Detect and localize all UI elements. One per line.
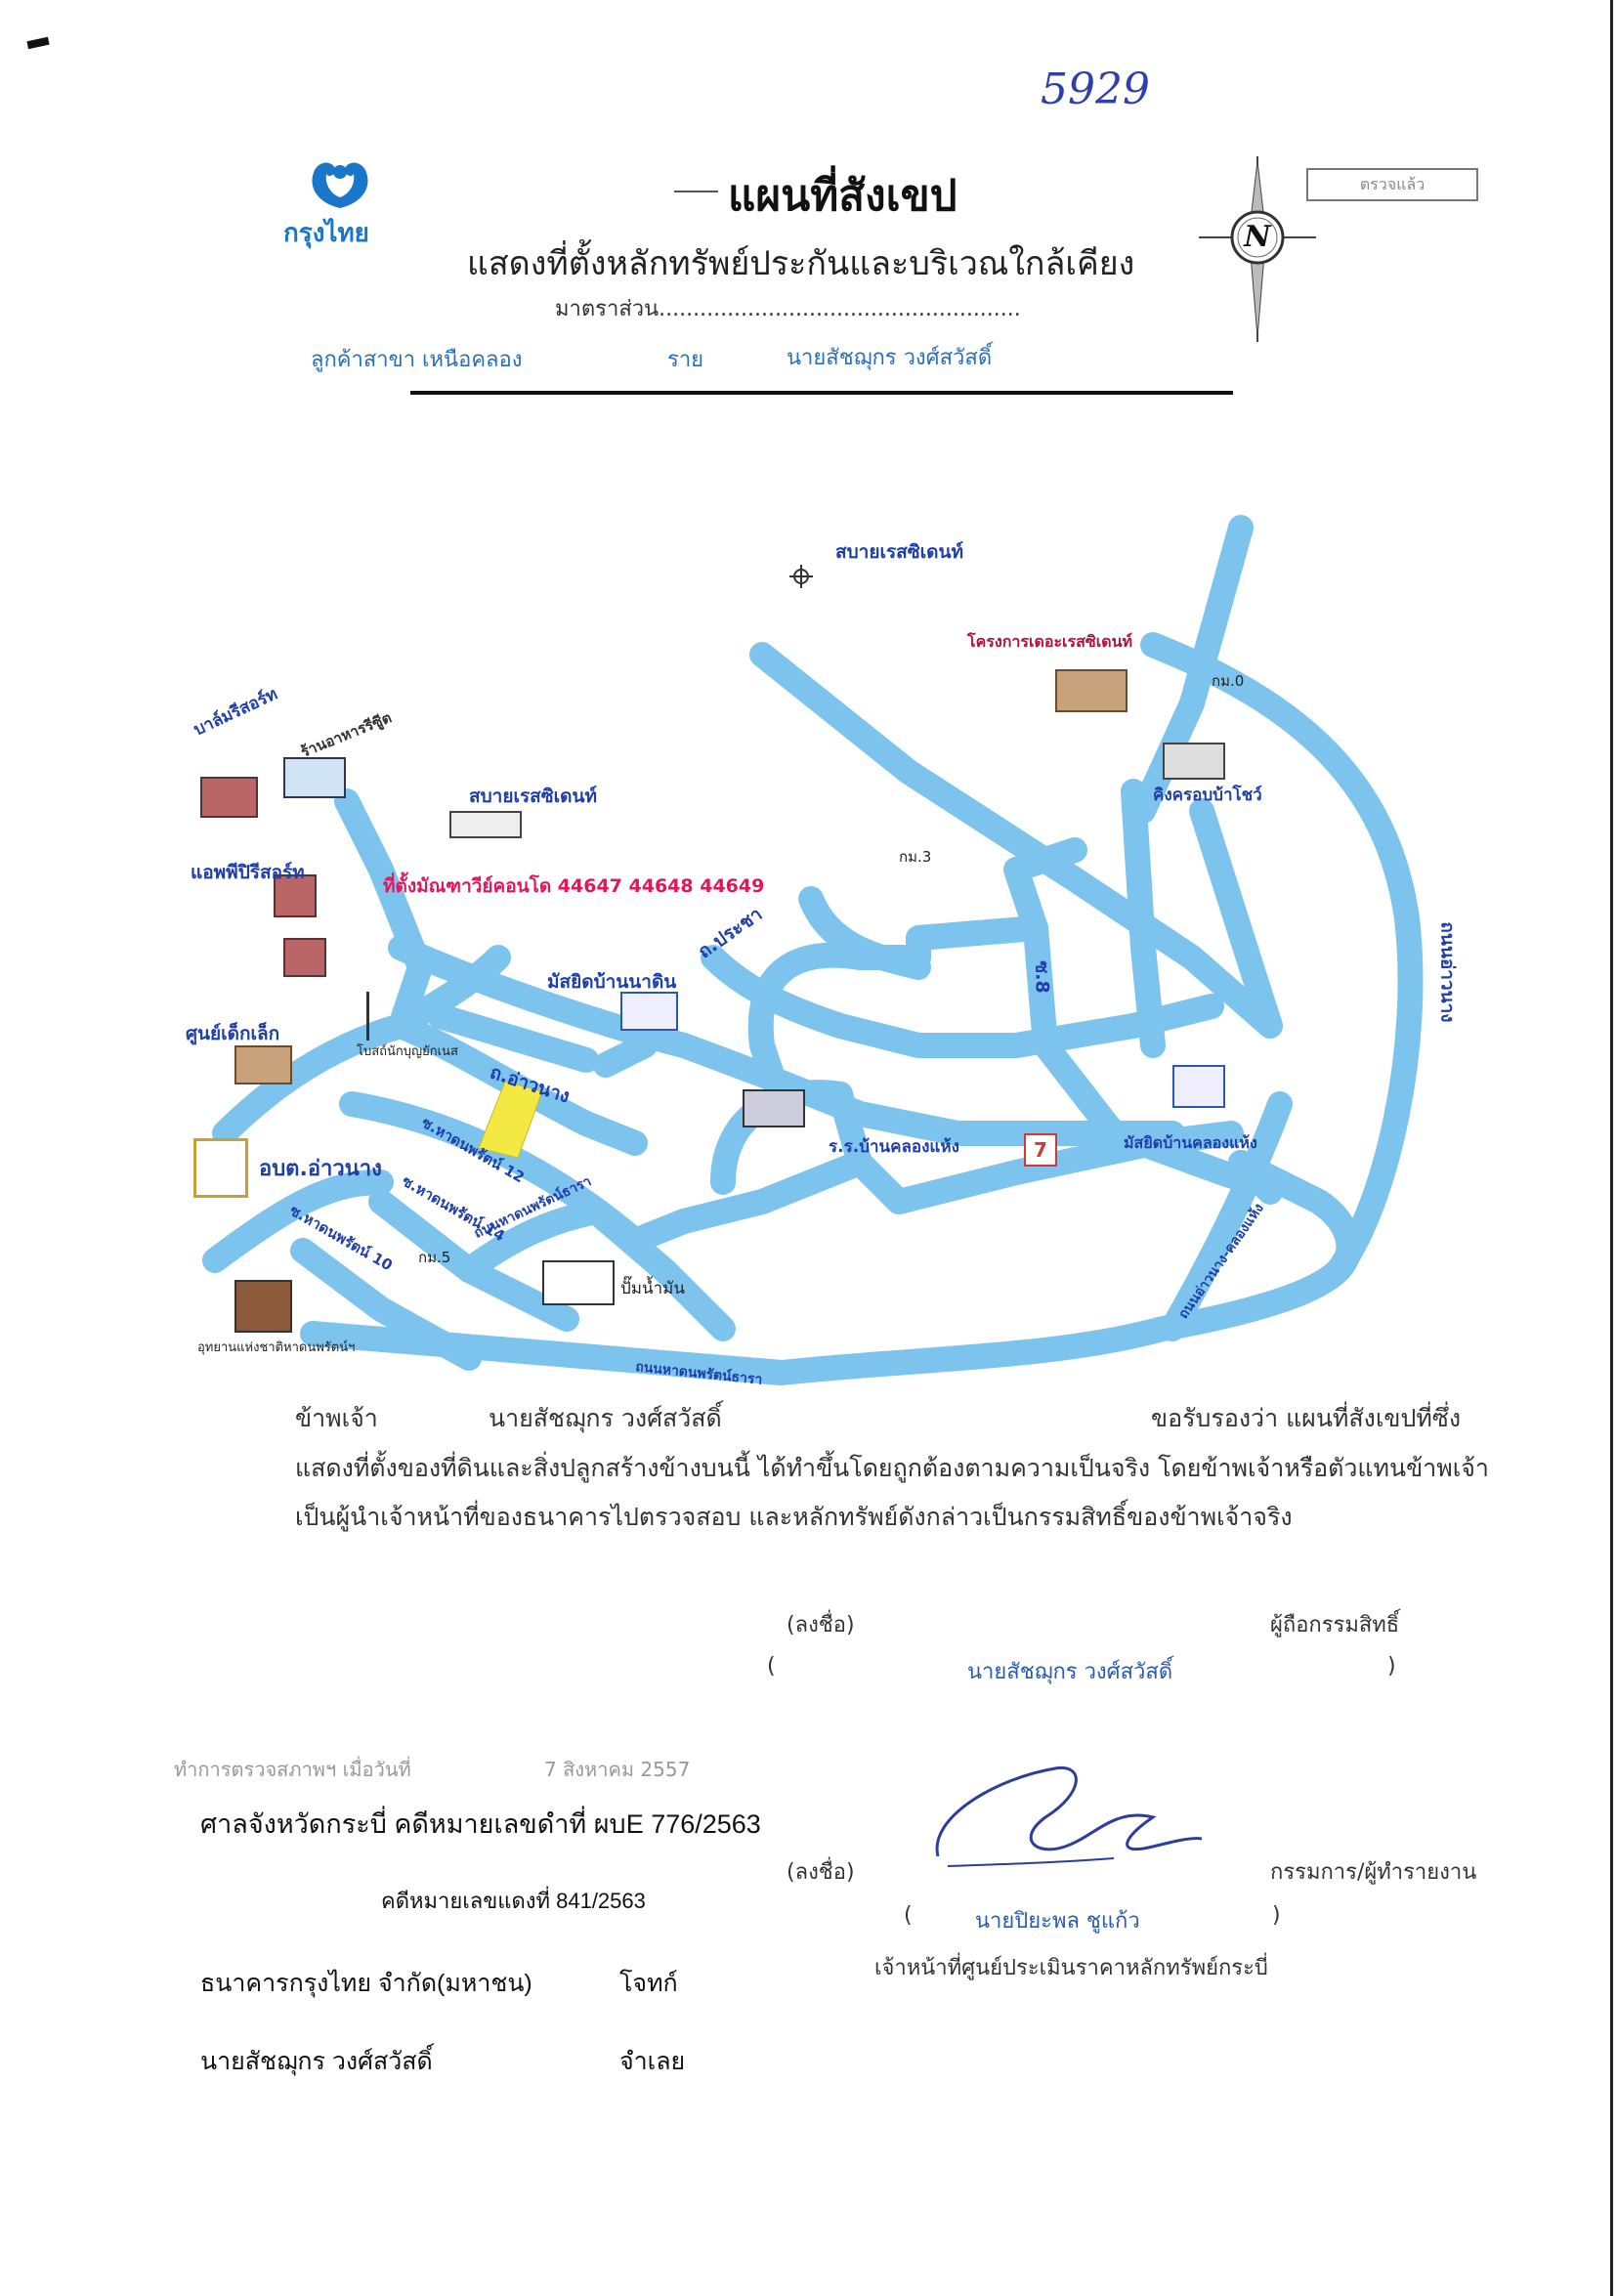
bank-logo-text: กรุงไทย [283,219,369,248]
inspection-stamp: ตรวจแล้ว [1306,168,1478,201]
inspection-date: 7 สิงหาคม 2557 [544,1758,691,1781]
map-label-km5: กม.5 [418,1249,451,1266]
officer-close-paren: ) [1272,1903,1281,1928]
inspection-label: ทำการตรวจสภาพฯ เมื่อวันที่ [174,1758,411,1781]
building-icon [1163,743,1225,780]
compass-rose-icon [1199,156,1316,342]
officer-sign-label: (ลงชื่อ) [787,1860,855,1885]
handwritten-signature [935,1765,1203,1867]
cert-suffix: ขอรับรองว่า แผนที่สังเขปที่ซึ่ง [1151,1404,1462,1432]
cert-name: นายสัชฌุกร วงศ์สวัสดิ์ [489,1404,722,1432]
map-label-police: อบต.อ่าวนาง [259,1157,382,1181]
customer-name: นายสัชฌุกร วงศ์สวัสดิ์ [787,346,993,370]
compass-letter: N [1244,220,1271,254]
page-title: แผนที่สังเขป [728,171,957,221]
map-label-sabai2: สบายเรสซิเดนท์ [469,786,597,807]
cross-icon [366,992,404,1041]
map-label-kingcrab: คิงครอบบ้าโชว์ [1153,786,1262,805]
customer-branch: ลูกค้าสาขา เหนือคลอง [311,348,523,372]
corner-mark [26,36,50,50]
map-label-site: ที่ตั้งมัณฑาวีย์คอนโด 44647 44648 44649 [383,875,765,897]
map-label-gas: ปั๊มน้ำมัน [620,1279,685,1298]
building-icon [234,1280,292,1333]
map-label-road-8: ซ.8 [1031,960,1053,994]
location-map: 7 สบายเรสซิเดนท์ โครงการเดอะเรสซิเดนท์ ก… [176,498,1544,1417]
map-label-project-resident: โครงการเดอะเรสซิเดนท์ [967,632,1133,651]
handwritten-number: 5929 [1041,64,1150,114]
map-label-school: ร.ร.บ้านคลองแห้ง [829,1137,959,1157]
bank-logo-bird-icon [312,162,368,208]
building-icon [283,938,326,977]
customer-prefix: ราย [667,348,704,372]
map-label-mosque2: มัสยิดบ้านคลองแห้ง [1124,1133,1257,1152]
road-network [202,515,1424,1385]
site-parcel [478,1081,543,1159]
header-rule [410,391,1233,395]
court-black-case: ศาลจังหวัดกระบี่ คดีหมายเลขดำที่ ผบE 776… [200,1809,761,1839]
mosque-icon [620,992,678,1031]
court-defendant: นายสัชฌุกร วงศ์สวัสดิ์ [200,2048,433,2075]
owner-sign-label: (ลงชื่อ) [787,1613,855,1637]
map-label-mosque1: มัสยิดบ้านนาดิน [547,971,677,993]
map-label-apple-resort: แอพพีปิรีสอร์ท [191,862,305,883]
officer-open-paren: ( [904,1903,913,1928]
cert-prefix: ข้าพเจ้า [295,1404,378,1432]
building-icon [234,1045,292,1084]
owner-close-paren: ) [1387,1654,1396,1679]
seven-eleven-icon: 7 [1024,1133,1057,1167]
bank-logo: กรุงไทย [283,154,401,253]
compass: N [1194,151,1321,347]
building-icon [193,1138,248,1198]
court-plaintiff: ธนาคารกรุงไทย จำกัด(มหาชน) [200,1970,532,1997]
building-icon [200,777,258,818]
building-icon [283,757,346,798]
gas-station-icon [542,1260,615,1305]
map-label-km0: กม.0 [1212,672,1245,690]
building-icon [274,874,317,917]
map-label-church: โบสถ์นักบุญยักเนส [357,1044,458,1059]
owner-open-paren: ( [767,1654,776,1679]
map-label-top-sabai: สบายเรสซิเดนท์ [835,541,963,563]
map-label-km3: กม.3 [899,848,932,866]
title-dash [674,191,718,192]
owner-role: ผู้ถือกรรมสิทธิ์ [1270,1613,1400,1637]
owner-name: นายสัชฌุกร วงศ์สวัสดิ์ [967,1660,1173,1684]
scale-label: มาตราส่วน...............................… [555,297,1021,321]
map-label-right-road: ถนนอ่าวนาง [1436,921,1459,1023]
court-red-case: คดีหมายเลขแดงที่ 841/2563 [381,1889,646,1913]
page-edge [1610,0,1613,2296]
cert-line3: เป็นผู้นำเจ้าหน้าที่ของธนาคารไปตรวจสอบ แ… [295,1503,1293,1531]
officer-name: นายปิยะพล ชูแก้ว [975,1909,1140,1934]
building-icon [1055,669,1128,712]
map-label-park: อุทยานแห่งชาติหาดนพรัตน์ฯ [197,1340,356,1355]
officer-position: เจ้าหน้าที่ศูนย์ประเมินราคาหลักทรัพย์กระ… [874,1956,1268,1980]
court-plaintiff-role: โจทก์ [619,1970,678,1997]
building-icon [743,1089,805,1127]
mosque-icon [1172,1065,1225,1108]
officer-role: กรรมการ/ผู้ทำรายงาน [1270,1860,1477,1885]
map-label-child-center: ศูนย์เด็กเล็ก [186,1023,280,1044]
page-subtitle: แสดงที่ตั้งหลักทรัพย์ประกันและบริเวณใกล้… [467,244,1135,283]
court-defendant-role: จำเลย [619,2048,686,2075]
cert-line2: แสดงที่ตั้งของที่ดินและสิ่งปลูกสร้างข้าง… [295,1454,1489,1482]
building-icon [449,811,522,838]
